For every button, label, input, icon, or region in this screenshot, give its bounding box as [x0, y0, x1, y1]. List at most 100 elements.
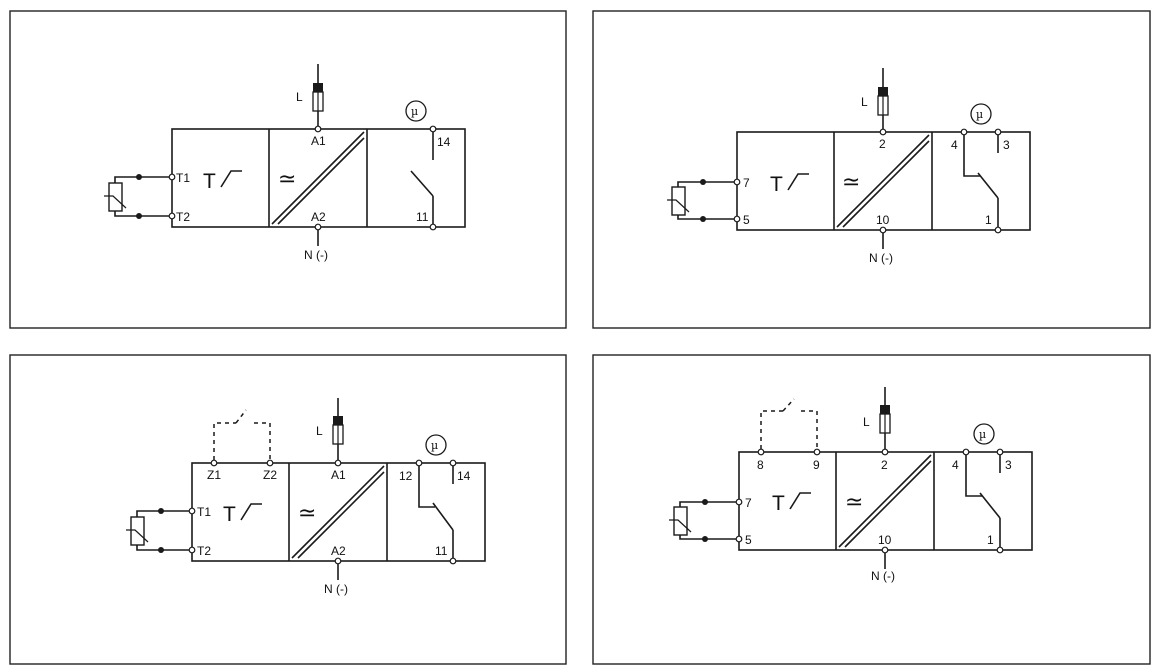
function-label: T [203, 170, 216, 193]
terminal-label-1: 1 [985, 213, 992, 227]
terminal-z1 [210, 459, 218, 467]
terminal-t2 [168, 212, 176, 220]
contact-wire [965, 455, 982, 497]
terminal-14 [449, 459, 457, 467]
converter-symbol: ≃ [298, 500, 316, 525]
terminal-label-a1: A1 [311, 134, 326, 148]
terminal-8 [757, 448, 765, 456]
threshold-symbol [240, 503, 262, 521]
terminal-a2 [314, 223, 322, 231]
supply-label: L [861, 95, 868, 109]
panel-frame [9, 10, 567, 329]
thermistor [671, 186, 686, 216]
fuse-top [313, 83, 323, 92]
terminal-label-z1: Z1 [207, 468, 221, 482]
panel-frame [9, 354, 567, 665]
wire-joint [700, 179, 706, 185]
terminal-label-t2: T2 [197, 544, 211, 558]
control-bridge-switch [235, 409, 247, 424]
terminal-label-1: 1 [987, 533, 994, 547]
terminal-label-11: 11 [416, 210, 429, 224]
thermistor [673, 506, 688, 536]
terminal-t2 [188, 546, 196, 554]
terminal-11 [449, 557, 457, 565]
terminal-4 [962, 448, 970, 456]
panel-4: ≃ T 8 9 L 2 10 N (-) µ 4 3 1 [592, 354, 1151, 665]
terminal-1 [994, 226, 1002, 234]
converter-diagonal [842, 140, 930, 228]
terminal-label-a1: A1 [331, 468, 346, 482]
terminal-3 [994, 128, 1002, 136]
terminal-label-10: 10 [876, 213, 890, 227]
neutral-label: N (-) [871, 569, 895, 583]
terminal-t1 [168, 173, 176, 181]
converter-diagonal [277, 137, 365, 225]
relay-coil-symbol [970, 103, 992, 125]
terminal-label-9: 9 [813, 458, 820, 472]
terminal-10 [881, 546, 889, 554]
converter-symbol: ≃ [278, 166, 296, 191]
thermistor-slope [126, 529, 149, 543]
panel-1: ≃ T L A1 A2 N (-) µ 14 11 T1 T2 [9, 10, 567, 329]
thermistor-slope [104, 195, 127, 209]
supply-label: L [296, 90, 303, 104]
control-bridge [801, 410, 818, 449]
terminal-7 [733, 178, 741, 186]
thermistor [108, 182, 123, 212]
threshold-symbol [220, 170, 242, 188]
contact-blade [977, 172, 999, 199]
terminal-2 [879, 128, 887, 136]
terminal-t1 [188, 507, 196, 515]
control-bridge [760, 410, 783, 449]
neutral-label: N (-) [304, 248, 328, 262]
converter-diagonal [836, 134, 930, 228]
relay-coil-symbol [973, 423, 995, 445]
terminal-label-12: 12 [399, 469, 413, 483]
relay-symbol: µ [976, 108, 983, 121]
fuse-top [880, 405, 890, 414]
terminal-label-8: 8 [757, 458, 764, 472]
terminal-12 [415, 459, 423, 467]
sensor-wire [114, 211, 169, 217]
terminal-label-a2: A2 [331, 544, 346, 558]
terminal-label-11: 11 [435, 544, 448, 558]
contact-blade [979, 492, 1001, 519]
converter-diagonal [271, 131, 365, 225]
fuse-top [878, 87, 888, 96]
terminal-3 [996, 448, 1004, 456]
terminal-2 [881, 448, 889, 456]
converter-diagonal [838, 454, 932, 548]
relay-symbol: µ [979, 428, 986, 441]
wire-joint [136, 213, 142, 219]
contact-blade [410, 170, 434, 197]
function-label: T [772, 492, 785, 515]
panel-frame [592, 354, 1151, 665]
terminal-11 [429, 223, 437, 231]
function-label: T [770, 173, 783, 196]
control-bridge-switch [782, 398, 795, 412]
terminal-label-3: 3 [1003, 138, 1010, 152]
thermistor [130, 516, 145, 546]
converter-diagonal [291, 465, 385, 559]
sensor-wire [679, 501, 736, 507]
terminal-label-t1: T1 [176, 171, 190, 185]
panel-2: ≃ T L 2 10 N (-) µ 4 3 1 7 5 [592, 10, 1151, 329]
control-bridge [213, 422, 236, 460]
terminal-9 [813, 448, 821, 456]
terminal-label-7: 7 [745, 496, 752, 510]
contact-wire [963, 135, 980, 177]
terminal-1 [996, 546, 1004, 554]
converter-symbol: ≃ [842, 169, 860, 194]
supply-label: L [863, 415, 870, 429]
terminal-label-7: 7 [743, 176, 750, 190]
function-label: T [223, 503, 236, 526]
wire-joint [158, 547, 164, 553]
relay-symbol: µ [411, 105, 418, 118]
terminal-a2 [334, 557, 342, 565]
relay-coil-symbol [405, 100, 427, 122]
wire-joint [136, 174, 142, 180]
terminal-label-4: 4 [952, 458, 959, 472]
terminal-label-5: 5 [745, 533, 752, 547]
terminal-label-5: 5 [743, 213, 750, 227]
terminal-label-14: 14 [437, 135, 451, 149]
